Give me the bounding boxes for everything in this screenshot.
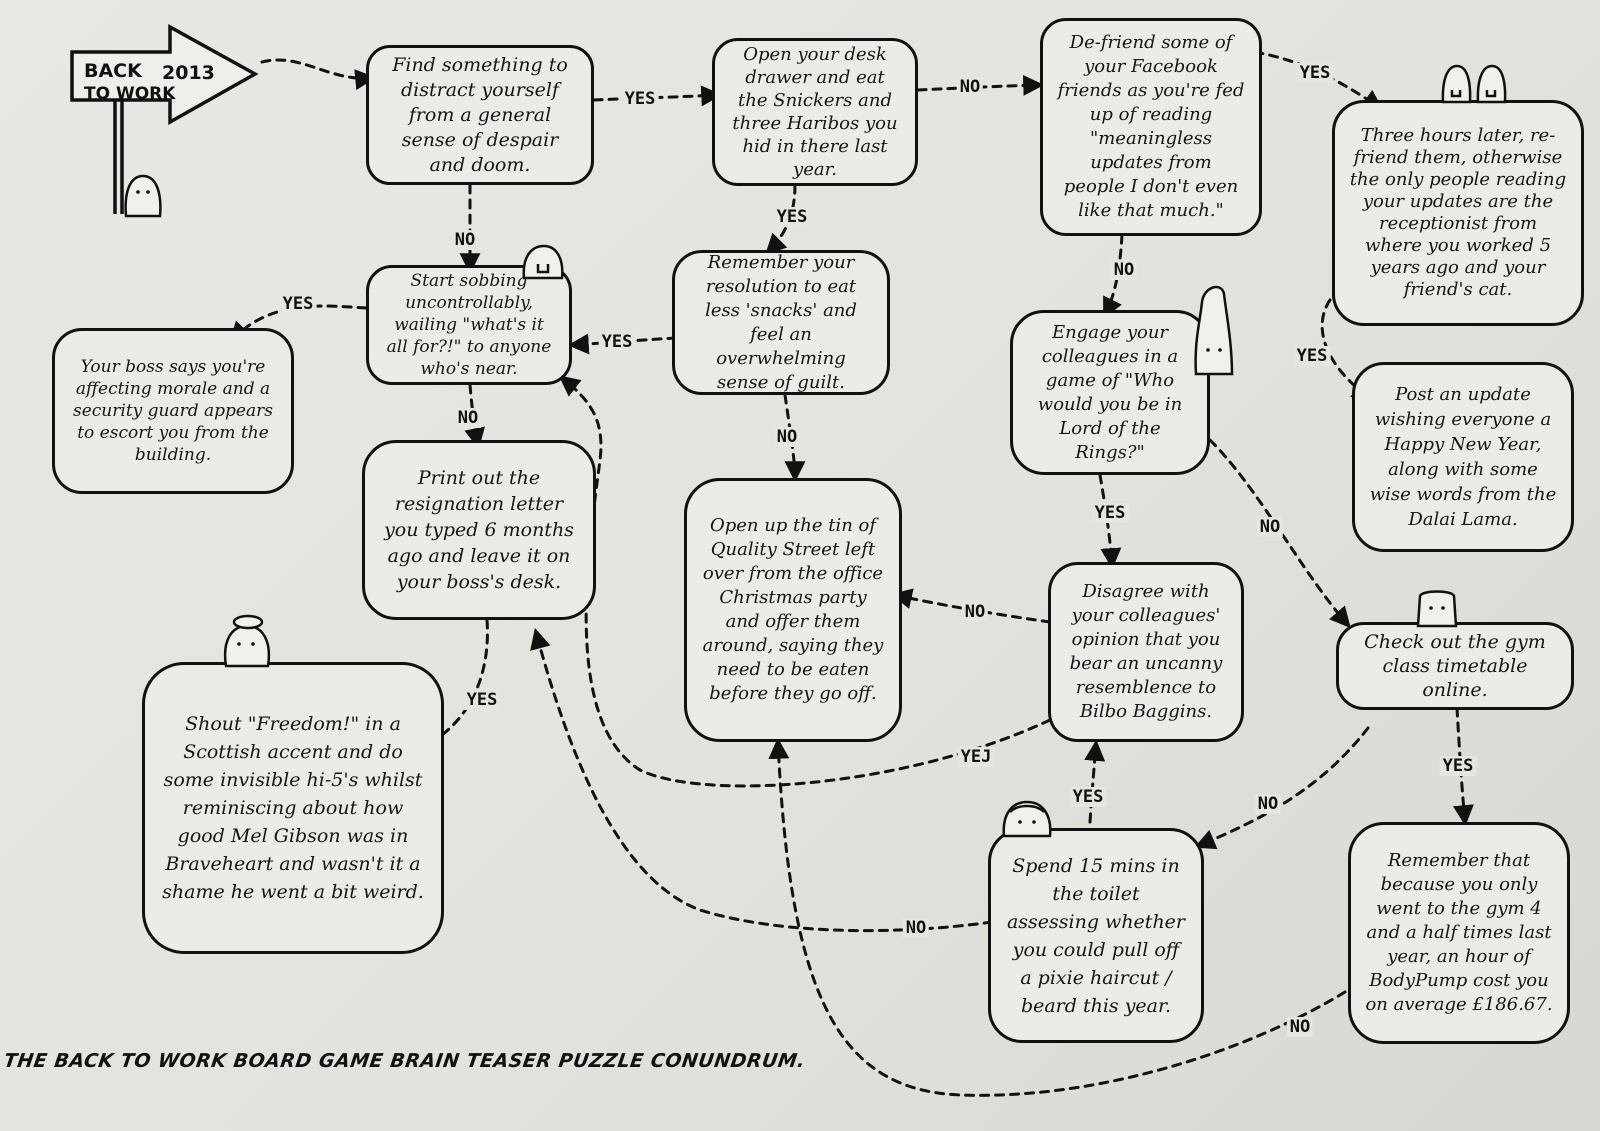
edge-label-bilbo-quality: NO: [961, 602, 989, 622]
edge-label-defriend-refriend: YES: [1296, 63, 1334, 83]
edge-defriend-lotr: [1103, 233, 1124, 319]
board-title: THE BACK TO WORK BOARD GAME BRAIN TEASER…: [2, 1050, 807, 1072]
edge-pixie-resignation: [530, 627, 994, 933]
node-bodypump: Remember that because you only went to t…: [1348, 822, 1570, 1044]
start-sign: BACK 2013 TO WORK: [70, 22, 270, 217]
edge-label-pixie-bilbo: YES: [1069, 787, 1107, 807]
ghost-critter-icon: [124, 174, 162, 218]
edge-label-lotr-gym: NO: [1256, 517, 1284, 537]
edge-label-sobbing-boss: YES: [279, 294, 317, 314]
edge-bodypump-quality: [768, 737, 1347, 1097]
node-quality-street: Open up the tin of Quality Street left o…: [684, 478, 902, 742]
node-defriend: De-friend some of your Facebook friends …: [1040, 18, 1262, 236]
node-gym-text: Check out the gym class timetable online…: [1364, 631, 1546, 701]
edge-label-sobbing-resignation: NO: [454, 408, 482, 428]
node-freedom-text: Shout "Freedom!" in a Scottish accent an…: [162, 713, 424, 903]
tam-hat-critter-icon: [223, 614, 271, 668]
edge-bilbo-sobbing: [558, 375, 1052, 788]
hairy-critter-icon: [1002, 800, 1052, 838]
node-refriend: Three hours later, re-friend them, other…: [1332, 100, 1584, 326]
edge-label-snickers-resolution: YES: [773, 207, 811, 227]
edge-label-snickers-defriend: NO: [956, 77, 984, 97]
node-lotr-text: Engage your colleagues in a game of "Who…: [1037, 321, 1183, 463]
sign-to-work-text: TO WORK: [84, 84, 176, 104]
edge-label-resolution-sobbing: YES: [598, 332, 636, 352]
sign-back-text: BACK: [84, 60, 142, 82]
blob-critter-icon: [522, 244, 564, 280]
square-critter-icon: [1416, 590, 1458, 628]
edge-label-pixie-resignation: NO: [902, 918, 930, 938]
node-pixie-text: Spend 15 mins in the toilet assessing wh…: [1006, 854, 1186, 1017]
edge-start-distract: [260, 58, 377, 91]
node-resolution: Remember your resolution to eat less 'sn…: [672, 250, 890, 395]
wizard-critter-icon: [1194, 285, 1234, 376]
edge-label-resignation-freedom: YES: [463, 690, 501, 710]
edge-label-refriend-dalai: YES: [1293, 346, 1331, 366]
node-snickers-text: Open your desk drawer and eat the Snicke…: [732, 44, 898, 180]
node-freedom: Shout "Freedom!" in a Scottish accent an…: [142, 662, 444, 954]
node-sobbing-text: Start sobbing uncontrollably, wailing "w…: [386, 271, 552, 379]
node-bilbo: Disagree with your colleagues' opinion t…: [1048, 562, 1244, 742]
sign-year-text: 2013: [162, 62, 215, 84]
node-defriend-text: De-friend some of your Facebook friends …: [1057, 32, 1245, 221]
edge-pixie-bilbo: [1084, 739, 1106, 824]
node-pixie: Spend 15 mins in the toilet assessing wh…: [988, 828, 1204, 1043]
node-resolution-text: Remember your resolution to eat less 'sn…: [705, 251, 857, 393]
node-sobbing: Start sobbing uncontrollably, wailing "w…: [366, 265, 572, 385]
node-distract-text: Find something to distract yourself from…: [392, 53, 568, 176]
node-bilbo-text: Disagree with your colleagues' opinion t…: [1069, 581, 1223, 722]
node-lotr: Engage your colleagues in a game of "Who…: [1010, 310, 1210, 475]
edge-label-resolution-quality: NO: [773, 427, 801, 447]
node-dalai: Post an update wishing everyone a Happy …: [1352, 362, 1574, 552]
edge-label-gym-pixie: NO: [1254, 794, 1282, 814]
node-snickers: Open your desk drawer and eat the Snicke…: [712, 38, 918, 186]
node-resignation-text: Print out the resignation letter you typ…: [384, 467, 574, 593]
node-refriend-text: Three hours later, re-friend them, other…: [1349, 125, 1567, 300]
edge-label-distract-sobbing: NO: [451, 230, 479, 250]
node-boss: Your boss says you're affecting morale a…: [52, 328, 294, 494]
edge-label-lotr-bilbo: YES: [1091, 503, 1129, 523]
edge-label-gym-bodypump: YES: [1439, 756, 1477, 776]
node-boss-text: Your boss says you're affecting morale a…: [73, 357, 273, 465]
node-dalai-text: Post an update wishing everyone a Happy …: [1369, 384, 1557, 530]
edge-distract-snickers: [592, 85, 723, 107]
twin-critters-icon: [1441, 64, 1507, 104]
edge-label-distract-snickers: YES: [621, 89, 659, 109]
arrow-sign-icon: [70, 24, 259, 214]
edge-lotr-gym: [1208, 438, 1351, 629]
node-bodypump-text: Remember that because you only went to t…: [1365, 850, 1553, 1015]
node-quality-street-text: Open up the tin of Quality Street left o…: [702, 515, 884, 704]
edge-gym-pixie: [1194, 726, 1370, 850]
node-distract: Find something to distract yourself from…: [366, 45, 594, 185]
edge-label-defriend-lotr: NO: [1110, 260, 1138, 280]
node-resignation: Print out the resignation letter you typ…: [362, 440, 596, 620]
edge-label-bodypump-quality: NO: [1286, 1017, 1314, 1037]
edge-label-bilbo-sobbing: YEJ: [957, 747, 995, 767]
node-gym: Check out the gym class timetable online…: [1336, 622, 1574, 710]
